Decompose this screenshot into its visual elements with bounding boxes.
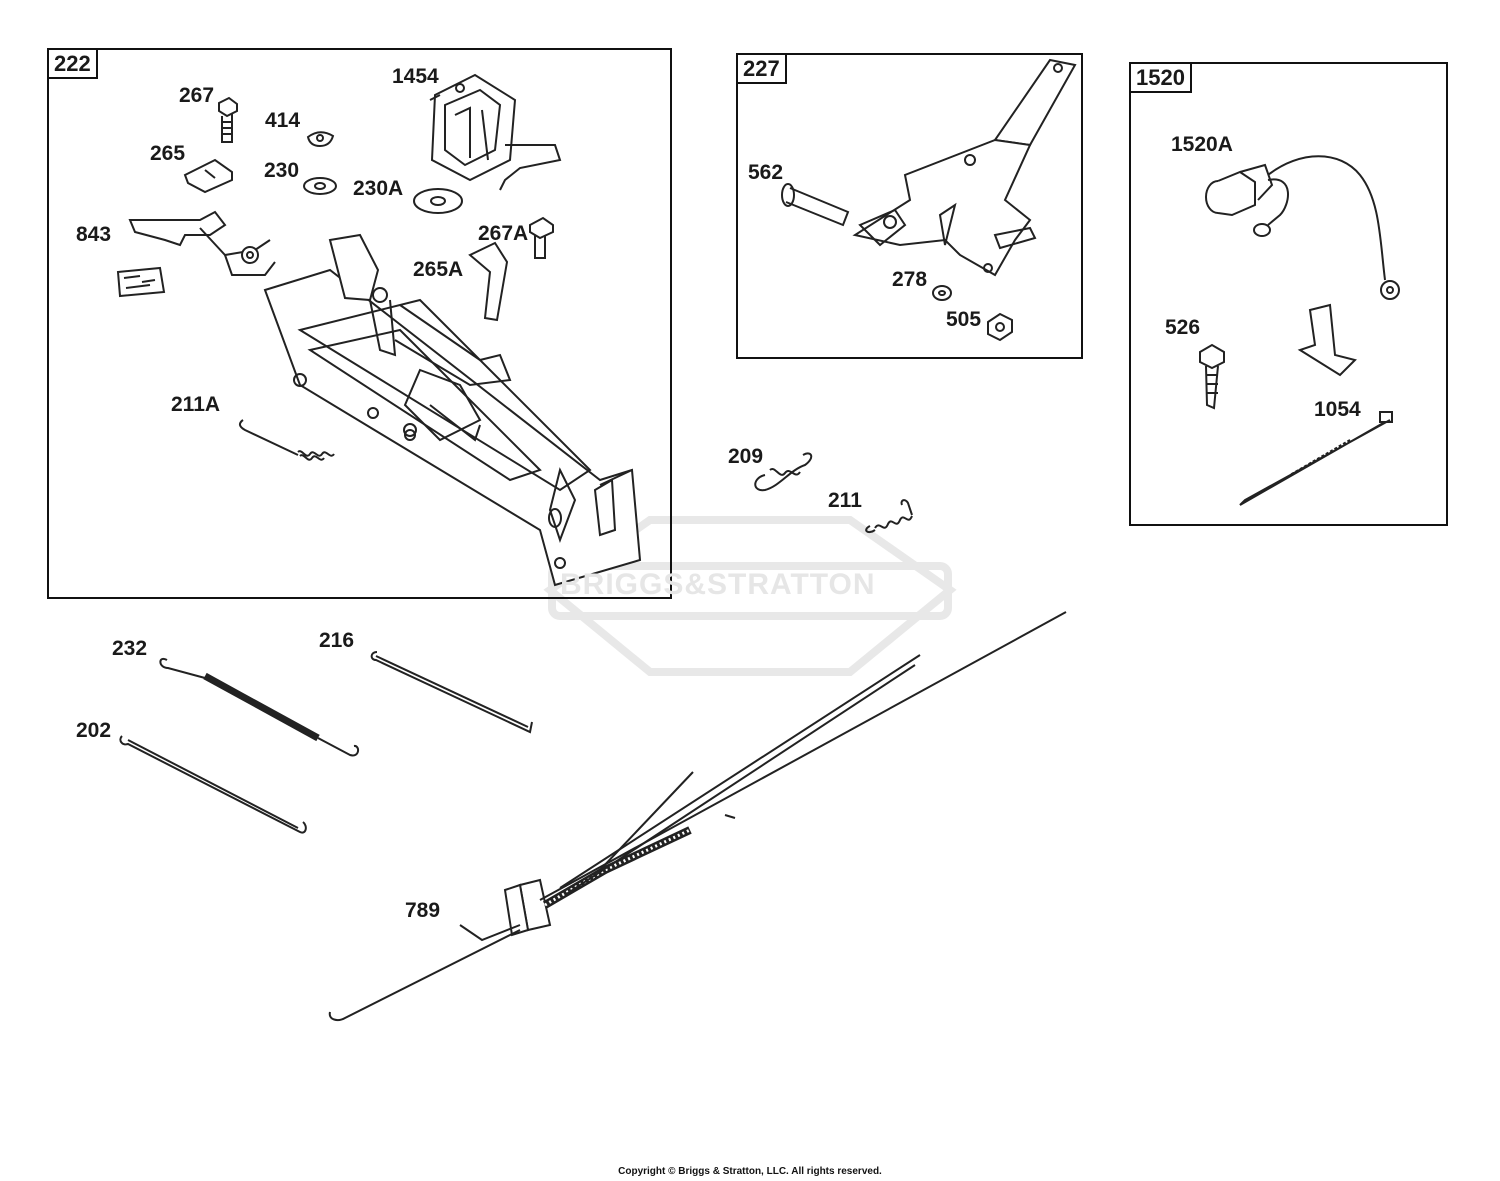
part-label-267: 267: [179, 84, 215, 107]
part-label-267A: 267A: [478, 222, 529, 245]
group-id-tag: 227: [736, 53, 787, 84]
clip-265: [183, 158, 233, 194]
part-label-789: 789: [405, 899, 441, 922]
part-label-216: 216: [319, 629, 355, 652]
part-label-211: 211: [828, 489, 862, 512]
part-label-843: 843: [76, 223, 112, 246]
link-216: [370, 651, 533, 734]
cable-tie-1054: [1239, 411, 1393, 506]
decal-843: [116, 266, 166, 298]
spring-232: [159, 657, 360, 757]
part-label-230: 230: [264, 159, 300, 182]
bracket-1520: [1297, 303, 1357, 377]
spring-211: [865, 499, 913, 534]
screw-267: [218, 96, 238, 143]
clip-265A: [468, 241, 509, 322]
part-label-414: 414: [265, 109, 301, 132]
brand-watermark-logo: [543, 516, 957, 676]
switch-1520A: [1205, 155, 1400, 300]
part-label-1520A: 1520A: [1171, 133, 1233, 156]
washer-230A: [413, 188, 463, 214]
throttle-bracket-1454: [429, 73, 562, 191]
part-label-202: 202: [76, 719, 112, 742]
spring-211A: [239, 419, 335, 461]
group-frame-227: 227: [736, 53, 1083, 359]
nut-505: [987, 312, 1013, 342]
washer-278: [932, 285, 952, 301]
pin-562: [781, 183, 850, 227]
part-label-211A: 211A: [171, 393, 221, 416]
part-label-505: 505: [946, 308, 982, 331]
part-label-1454: 1454: [392, 65, 439, 88]
choke-cable-789: [328, 611, 1067, 1021]
group-frame-222: 222: [47, 48, 672, 599]
governor-control-plate-227: [852, 58, 1077, 277]
part-label-562: 562: [748, 161, 784, 184]
group-id-tag: 1520: [1129, 62, 1192, 93]
washer-230: [303, 177, 337, 195]
part-label-526: 526: [1165, 316, 1201, 339]
spring-209: [754, 452, 813, 492]
screw-526: [1199, 343, 1225, 410]
group-frame-1520: 1520: [1129, 62, 1448, 526]
nut-267A: [529, 216, 554, 259]
brand-watermark-text: BRIGGS&STRATTON: [560, 568, 876, 601]
link-202: [119, 735, 307, 834]
part-label-265A: 265A: [413, 258, 464, 281]
part-label-232: 232: [112, 637, 148, 660]
part-label-1054: 1054: [1314, 398, 1361, 421]
part-label-230A: 230A: [353, 177, 404, 200]
part-label-209: 209: [728, 445, 764, 468]
group-id-tag: 222: [47, 48, 98, 79]
washer-414: [306, 131, 335, 148]
part-label-265: 265: [150, 142, 186, 165]
part-label-278: 278: [892, 268, 928, 291]
control-bracket-assembly: [128, 210, 642, 587]
copyright-notice: Copyright © Briggs & Stratton, LLC. All …: [618, 1166, 882, 1177]
